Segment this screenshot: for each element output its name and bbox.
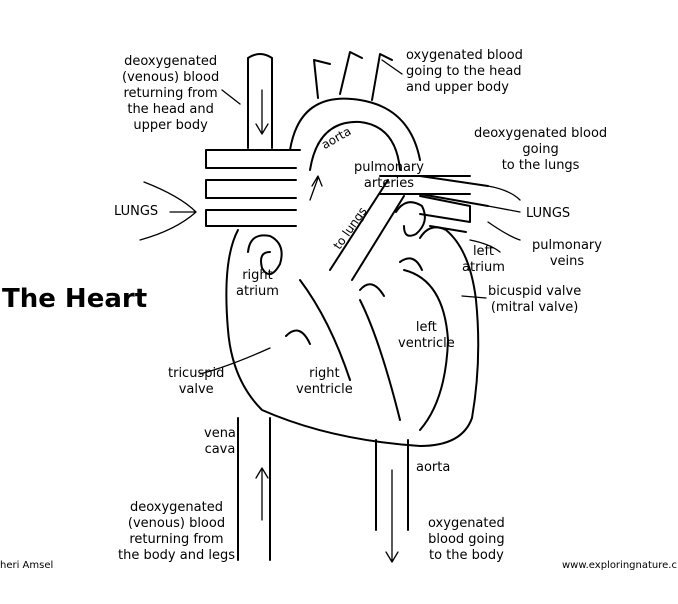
left-pulmonary-branches xyxy=(205,149,301,227)
leader-lines xyxy=(139,59,521,375)
credit-text: heri Amsel xyxy=(0,560,54,571)
label-bicuspid-valve: bicuspid valve(mitral valve) xyxy=(488,284,582,315)
valves xyxy=(285,257,423,345)
left-atrium-curl xyxy=(395,201,426,237)
flow-arrows xyxy=(255,89,399,563)
label-deoxy-head: deoxygenated(venous) blood returning fro… xyxy=(122,54,220,133)
page-title: The Heart xyxy=(2,284,148,314)
label-aorta-bottom: aorta xyxy=(416,460,451,475)
inferior-vena-cava xyxy=(237,417,271,561)
label-lungs-right: LUNGS xyxy=(526,206,571,221)
pulmonary-artery-tube xyxy=(379,175,489,207)
heart-outline xyxy=(225,226,480,447)
website-text: www.exploringnature.c xyxy=(562,560,677,571)
right-atrium-curl xyxy=(247,234,283,275)
pulmonary-trunk xyxy=(329,179,405,281)
septum xyxy=(299,279,401,421)
descending-aorta xyxy=(375,439,409,531)
aorta-branches xyxy=(313,51,393,101)
superior-vena-cava xyxy=(247,53,273,149)
left-ventricle-wall xyxy=(403,269,449,431)
label-lungs-left: LUNGS xyxy=(114,204,159,219)
aortic-arch xyxy=(289,97,421,171)
label-deoxy-body: deoxygenated(venous) blood returning fro… xyxy=(118,500,235,563)
